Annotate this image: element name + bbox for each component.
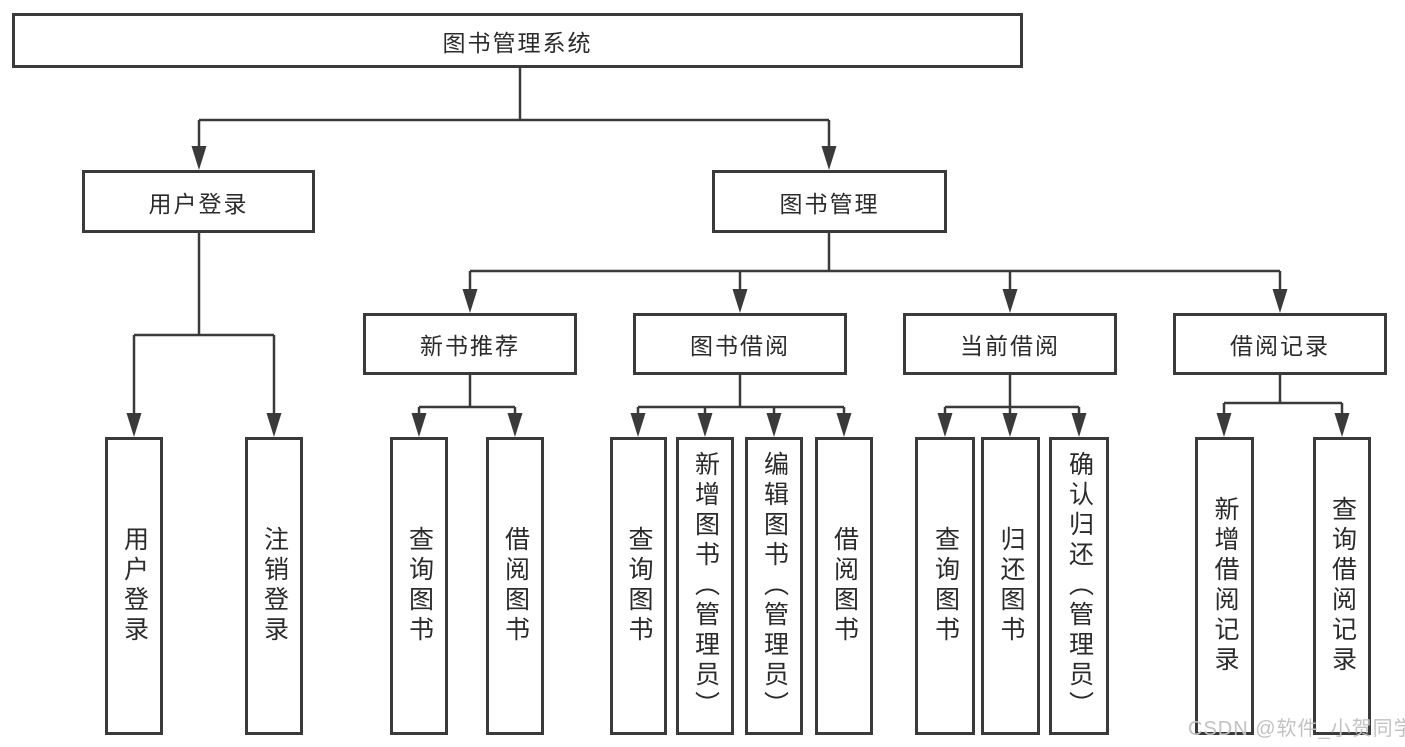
- leaf-add-borrow-record: 新增借阅记录: [1195, 437, 1254, 735]
- node-book-management: 图书管理: [712, 170, 947, 233]
- arrow-down-icon: [126, 413, 142, 437]
- node-user-login: 用户登录: [82, 170, 315, 233]
- leaf-return-books: 归还图书: [981, 437, 1040, 735]
- leaf-edit-books-admin: 编辑图书（管理员）: [745, 437, 803, 735]
- arrow-down-icon: [732, 289, 748, 313]
- arrow-down-icon: [507, 413, 523, 437]
- arrow-down-icon: [836, 413, 852, 437]
- node-current-borrowing: 当前借阅: [903, 313, 1117, 375]
- arrow-down-icon: [1216, 413, 1232, 437]
- leaf-borrow-books-recommend: 借阅图书: [486, 437, 544, 735]
- leaf-query-borrow-record: 查询借阅记录: [1313, 437, 1371, 735]
- arrow-down-icon: [1334, 413, 1350, 437]
- csdn-watermark: CSDN @软件_小贺同学: [1188, 718, 1405, 740]
- leaf-confirm-return-admin: 确认归还（管理员）: [1049, 437, 1109, 735]
- arrow-down-icon: [630, 413, 646, 437]
- arrow-down-icon: [1272, 289, 1288, 313]
- leaf-user-login: 用户登录: [105, 437, 163, 735]
- node-root-system: 图书管理系统: [12, 13, 1023, 68]
- arrow-down-icon: [821, 146, 837, 170]
- node-borrowing-records: 借阅记录: [1173, 313, 1387, 375]
- leaf-query-books-recommend: 查询图书: [390, 437, 448, 735]
- leaf-query-books-borrowing: 查询图书: [610, 437, 667, 735]
- arrow-down-icon: [1002, 289, 1018, 313]
- arrow-down-icon: [766, 413, 782, 437]
- arrow-down-icon: [266, 413, 282, 437]
- leaf-query-books-current: 查询图书: [915, 437, 975, 735]
- leaf-borrow-books-borrowing: 借阅图书: [815, 437, 873, 735]
- node-new-book-recommend: 新书推荐: [363, 313, 577, 375]
- arrow-down-icon: [1071, 413, 1087, 437]
- leaf-add-books-admin: 新增图书（管理员）: [676, 437, 734, 735]
- arrow-down-icon: [191, 146, 207, 170]
- leaf-logout: 注销登录: [245, 437, 303, 735]
- arrow-down-icon: [411, 413, 427, 437]
- arrow-down-icon: [462, 289, 478, 313]
- arrow-down-icon: [937, 413, 953, 437]
- arrow-down-icon: [697, 413, 713, 437]
- arrow-down-icon: [1002, 413, 1018, 437]
- node-book-borrowing: 图书借阅: [633, 313, 847, 375]
